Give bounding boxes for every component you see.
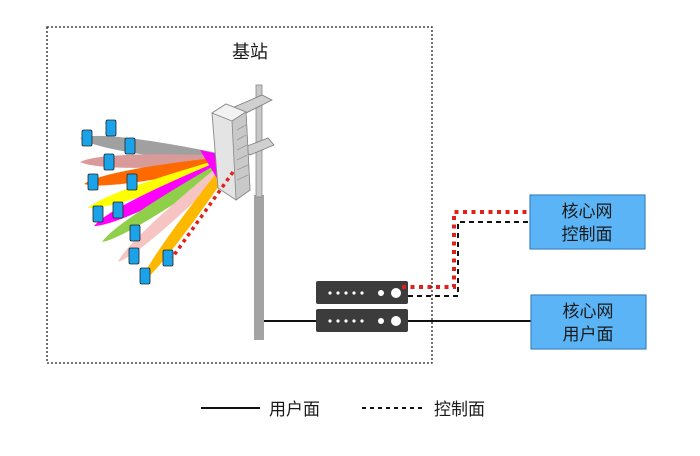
core-network-user-plane[interactable]: 核心网 用户面 <box>530 294 647 350</box>
phone-icon <box>124 137 136 155</box>
phone-icon <box>126 173 138 191</box>
bbu-server-top[interactable] <box>316 281 408 304</box>
legend-control-plane-label: 控制面 <box>434 400 485 420</box>
legend: 用户面 控制面 <box>201 400 485 420</box>
phone-icon <box>162 249 174 267</box>
control-signal-beam <box>170 170 235 260</box>
core-user-line2: 用户面 <box>563 325 614 345</box>
phone-icon <box>103 153 115 171</box>
core-control-line1: 核心网 <box>562 202 613 222</box>
beam-lobe <box>94 156 234 227</box>
phone-icon <box>128 247 140 265</box>
base-station-title: 基站 <box>232 42 268 63</box>
phone-icon <box>139 267 151 285</box>
control-plane-link <box>408 221 530 297</box>
beam-lobe <box>118 157 235 262</box>
user-devices <box>81 119 174 285</box>
core-user-line1: 核心网 <box>563 302 614 322</box>
core-network-control-plane[interactable]: 核心网 控制面 <box>529 194 646 250</box>
core-control-box <box>529 194 646 250</box>
phone-icon <box>92 205 104 223</box>
core-control-line2: 控制面 <box>562 225 613 245</box>
beam-lobe <box>102 156 235 242</box>
phone-icon <box>105 119 117 137</box>
antenna-panel <box>211 103 251 201</box>
bbu-server-bottom[interactable] <box>316 309 408 332</box>
phone-icon <box>129 224 141 242</box>
beam-lobe <box>84 156 233 186</box>
phone-icon <box>87 173 99 191</box>
mast-pole <box>254 195 264 340</box>
antenna-mast <box>211 84 275 340</box>
base-station-boundary <box>46 26 433 364</box>
phone-icon <box>112 201 124 219</box>
beam-lobe <box>88 156 234 209</box>
phone-icon <box>81 129 93 147</box>
core-user-box <box>530 294 647 350</box>
control-plane-red-link <box>402 210 530 289</box>
legend-user-plane-label: 用户面 <box>269 400 320 420</box>
